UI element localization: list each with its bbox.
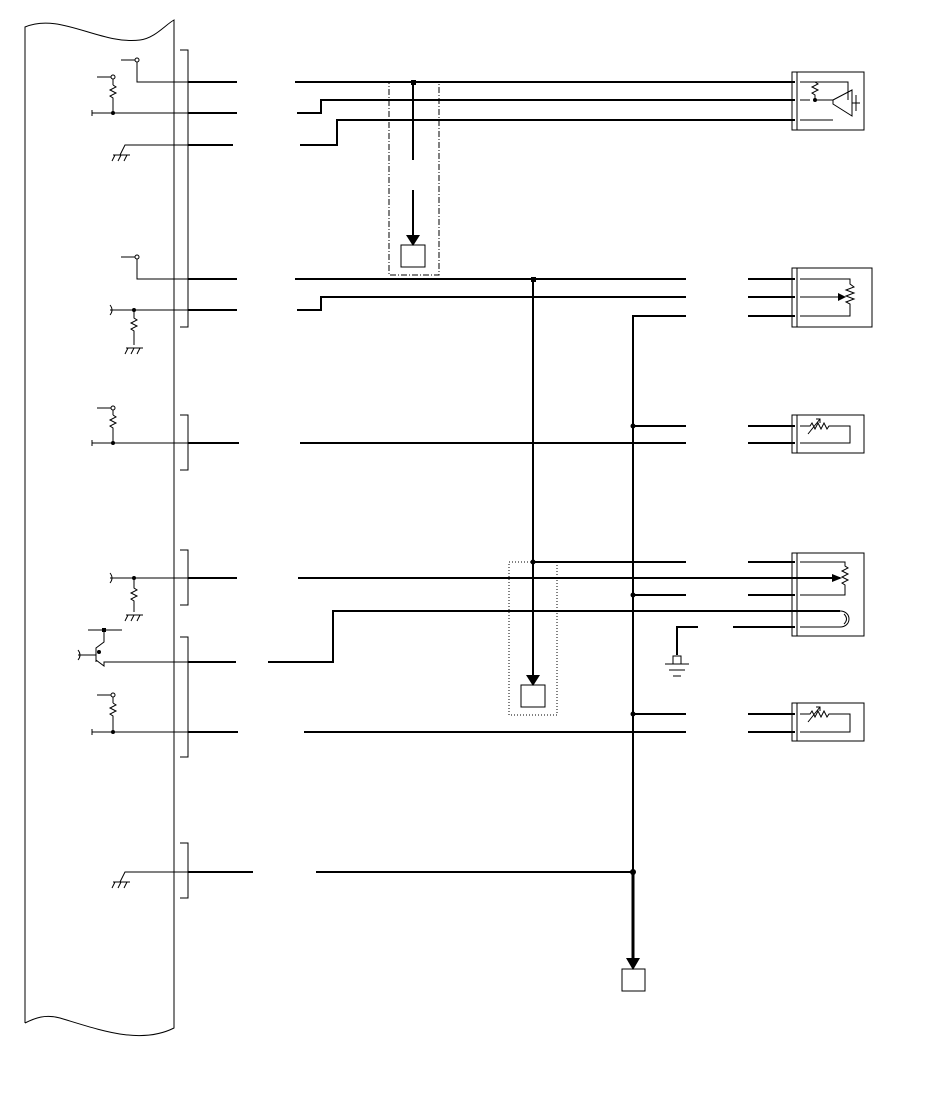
control-unit-body xyxy=(24,19,175,1037)
splice-points xyxy=(411,80,636,875)
ground-terminal-box-1 xyxy=(400,244,426,268)
amplifier-sensor xyxy=(791,71,865,131)
ground-terminal-boxes xyxy=(400,244,646,992)
harness-wires xyxy=(268,81,840,873)
shield-drain-wires xyxy=(406,82,640,970)
potentiometer-sensor xyxy=(791,267,873,328)
thermistor-sensor-2 xyxy=(791,702,865,742)
potentiometer-heater-sensor xyxy=(791,552,865,637)
thermistor-sensor-1 xyxy=(791,414,865,454)
connector-brackets xyxy=(180,49,189,899)
connector-pin-stubs xyxy=(188,81,253,873)
shield-outlines xyxy=(388,81,558,716)
chassis-ground-icon xyxy=(665,655,689,677)
ground-terminal-box-2 xyxy=(520,684,546,708)
internal-circuits xyxy=(77,57,188,889)
ground-terminal-box-3 xyxy=(621,968,646,992)
